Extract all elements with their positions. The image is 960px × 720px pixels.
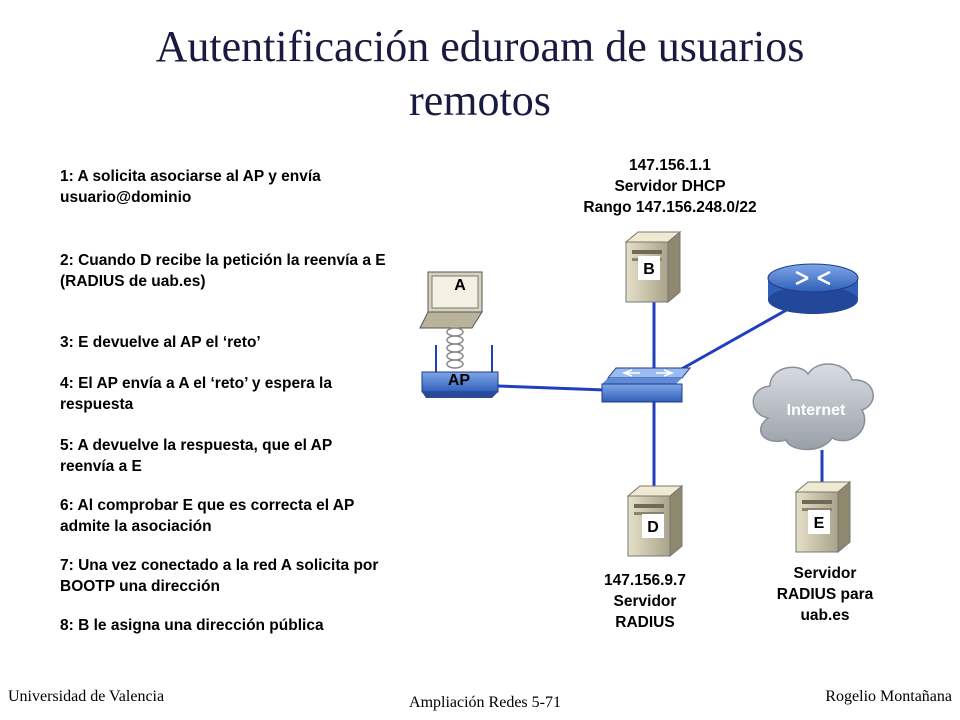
radius-d-line1: Servidor bbox=[613, 593, 677, 610]
radius-d-line2: RADIUS bbox=[615, 614, 675, 631]
step-4: 4: El AP envía a A el ‘reto’ y espera la… bbox=[60, 375, 332, 413]
step-6: 6: Al comprobar E que es correcta el AP … bbox=[60, 497, 355, 535]
footer-left: Universidad de Valencia bbox=[8, 688, 165, 705]
node-b-badge bbox=[638, 256, 660, 280]
internet-label: Internet bbox=[787, 402, 846, 419]
step-8: 8: B le asigna una dirección pública bbox=[60, 617, 324, 634]
switch-icon bbox=[601, 367, 692, 403]
dhcp-ip: 147.156.1.1 bbox=[629, 157, 711, 174]
node-a-label: A bbox=[454, 277, 466, 294]
radius-e-line3: uab.es bbox=[800, 607, 850, 624]
link-ap-switch bbox=[497, 384, 606, 392]
access-point-icon bbox=[421, 345, 499, 398]
radius-e-line2: RADIUS para bbox=[776, 586, 874, 603]
slide-title: Autentificación eduroam de usuarios remo… bbox=[40, 20, 920, 128]
internet-cloud-icon bbox=[752, 363, 874, 451]
node-d-badge bbox=[642, 514, 664, 538]
dhcp-range: Rango 147.156.248.0/22 bbox=[583, 199, 757, 216]
footer-right: Rogelio Montañana bbox=[825, 688, 952, 705]
node-d-label: D bbox=[647, 519, 659, 536]
radius-e-line1: Servidor bbox=[793, 565, 857, 582]
title-line-2: remotos bbox=[409, 76, 551, 125]
step-7: 7: Una vez conectado a la red A solicita… bbox=[60, 557, 379, 595]
step-5: 5: A devuelve la respuesta, que el AP re… bbox=[60, 437, 332, 475]
router-icon bbox=[767, 263, 859, 314]
title-line-1: Autentificación eduroam de usuarios bbox=[155, 22, 805, 71]
step-3: 3: E devuelve al AP el ‘reto’ bbox=[60, 334, 261, 351]
wireless-signal-icon bbox=[446, 327, 464, 369]
step-2: 2: Cuando D recibe la petición la reenví… bbox=[60, 252, 386, 290]
radius-d-label: 147.156.9.7 Servidor RADIUS bbox=[570, 570, 720, 633]
step-1: 1: A solicita asociarse al AP y envía us… bbox=[60, 168, 321, 206]
node-e-badge bbox=[808, 510, 830, 534]
dhcp-server-label: 147.156.1.1 Servidor DHCP Rango 147.156.… bbox=[555, 155, 785, 218]
ap-label: AP bbox=[448, 372, 471, 389]
radius-d-ip: 147.156.9.7 bbox=[604, 572, 686, 589]
node-e-label: E bbox=[814, 515, 825, 532]
node-b-label: B bbox=[643, 261, 655, 278]
radius-e-label: Servidor RADIUS para uab.es bbox=[755, 563, 895, 626]
footer-center: Ampliación Redes 5-71 bbox=[409, 694, 561, 711]
dhcp-name: Servidor DHCP bbox=[614, 178, 726, 195]
laptop-a-icon bbox=[419, 271, 483, 329]
